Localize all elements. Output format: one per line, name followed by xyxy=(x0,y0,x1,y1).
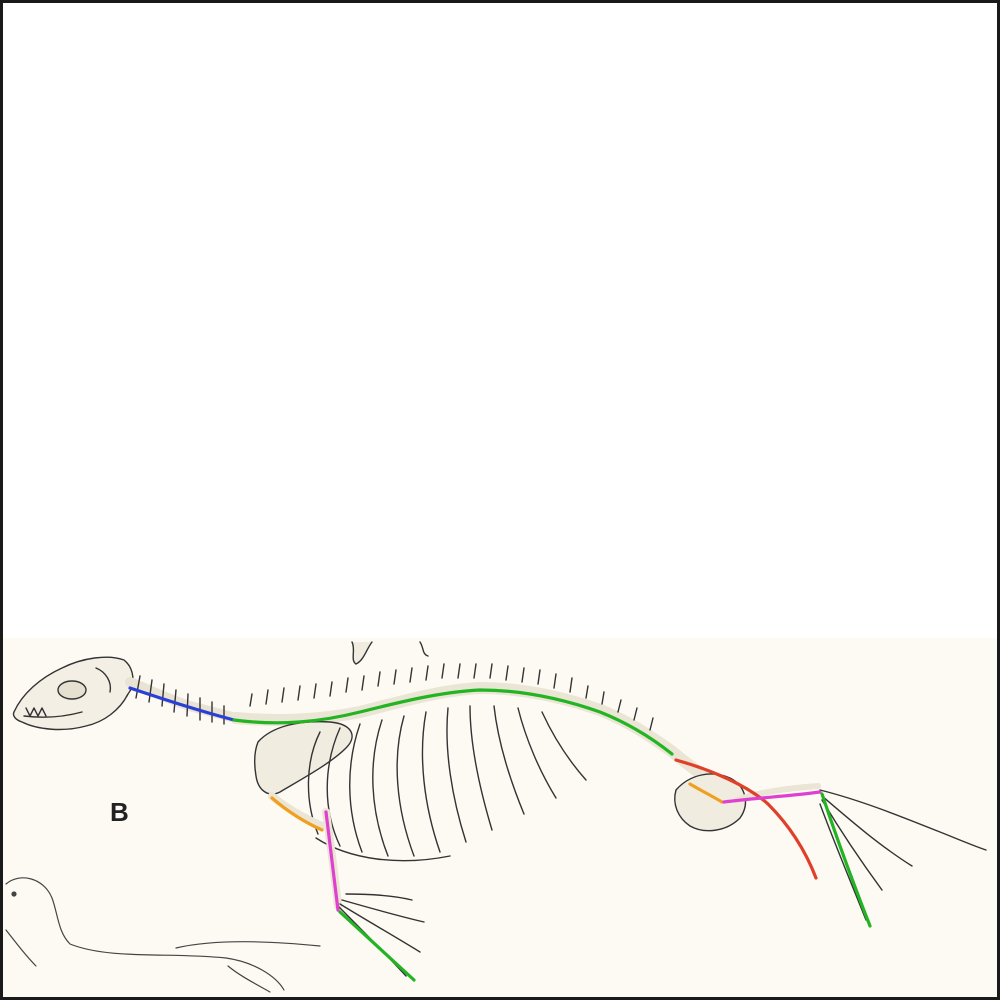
seal-sketch xyxy=(5,877,321,993)
scapula xyxy=(253,720,353,795)
hind-digit-line xyxy=(820,792,872,928)
fore-lower-limb-line xyxy=(324,810,340,912)
hind-lower-limb-line xyxy=(722,790,822,804)
spine-line xyxy=(232,688,674,756)
panel-label: B xyxy=(110,797,129,827)
fore-digit-line xyxy=(338,910,416,982)
hind-upper-limb-line xyxy=(688,782,724,804)
blank-area xyxy=(3,3,997,638)
fore-flipper xyxy=(268,792,425,977)
pelvis-line xyxy=(674,758,818,880)
skull xyxy=(12,656,134,731)
fore-upper-limb-line xyxy=(270,796,324,832)
bone-fragment xyxy=(419,641,429,657)
neck-line xyxy=(128,686,236,722)
hind-flipper xyxy=(733,783,987,921)
bone-fragment xyxy=(351,641,373,665)
rib-cage xyxy=(307,705,587,862)
